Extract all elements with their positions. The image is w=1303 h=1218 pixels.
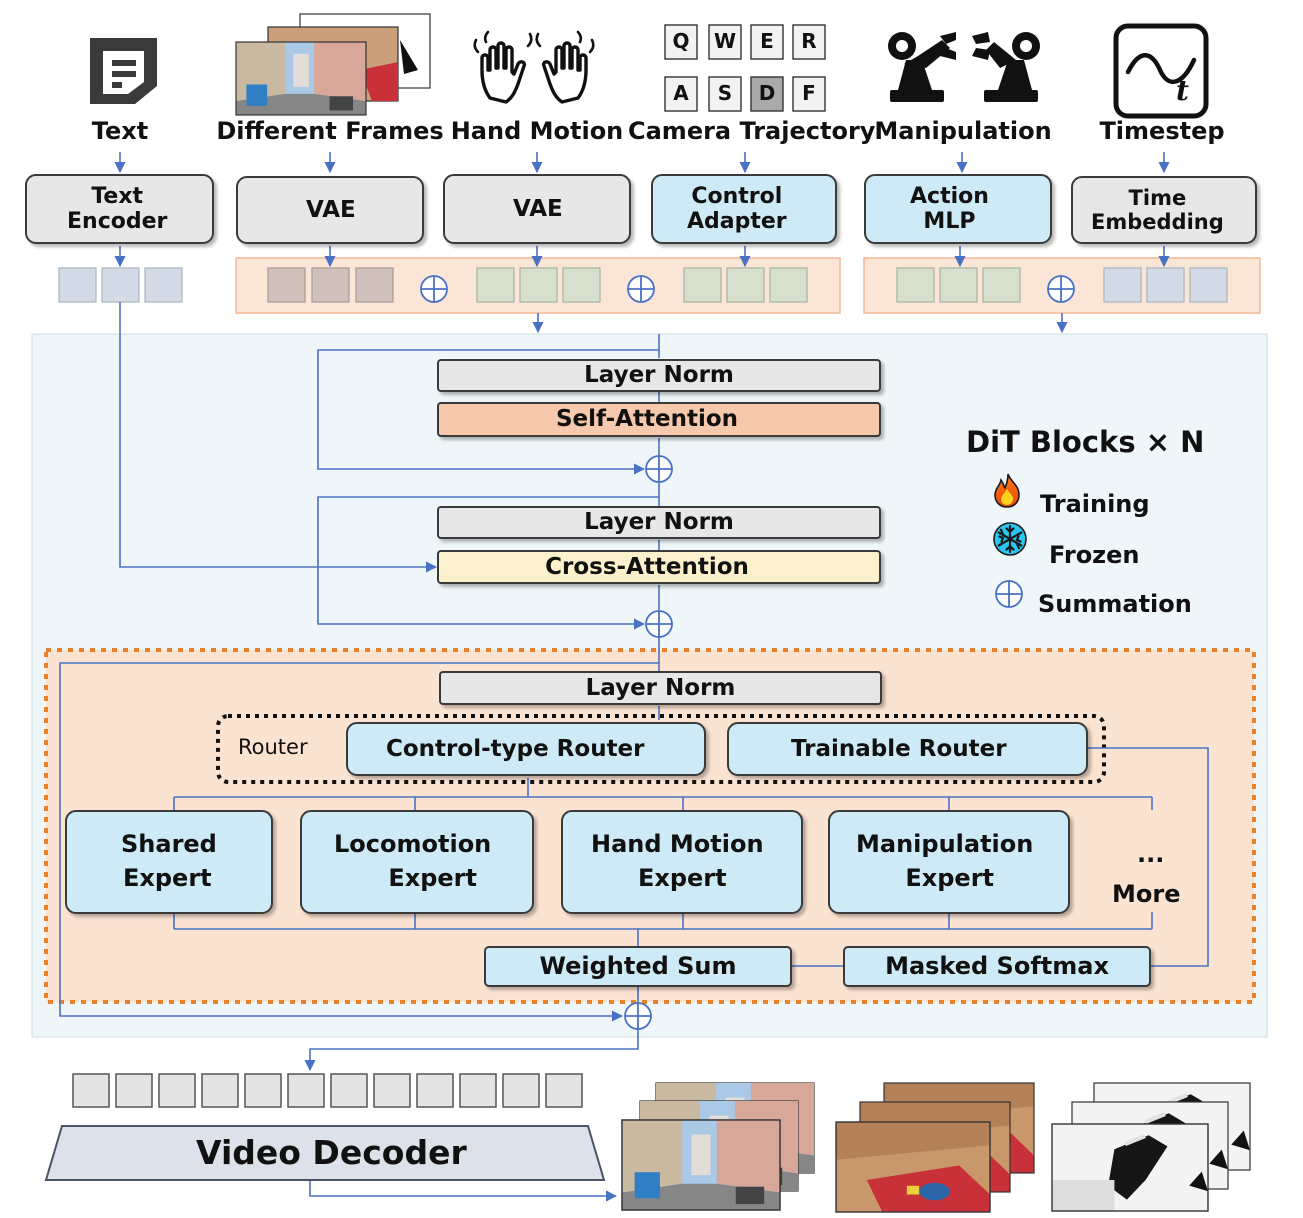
time-tokens: [1103, 267, 1228, 303]
keyboard-keys: [664, 24, 826, 112]
token-sum-2: [627, 275, 655, 303]
expert-distribution: [173, 778, 1153, 810]
expert-collection: [173, 912, 1153, 946]
snowflake-icon-vae-2: [584, 191, 620, 227]
router-to-softmax: [1088, 747, 1209, 967]
skip-connection-2: [317, 496, 659, 630]
token-sum-3: [1047, 275, 1075, 303]
token-sum-1: [420, 275, 448, 303]
decoder-output-arrow: [309, 1180, 618, 1202]
group-arrows: [532, 313, 1068, 334]
text-condition-arrow: [119, 302, 438, 573]
router-group: [216, 714, 1106, 784]
legend-summation-icon: [995, 580, 1023, 608]
moe-region: [46, 650, 1254, 1002]
text-doc-icon: [90, 38, 157, 104]
snowflake-icon-self-attention: [771, 404, 803, 436]
output-room-frames: [835, 1082, 1035, 1213]
sum-after-cross-attention: [645, 610, 673, 638]
video-frames-icon: [235, 13, 431, 116]
output-robot-frames: [1051, 1082, 1251, 1212]
action-tokens: [896, 267, 1021, 303]
hand-motion-icon: [473, 30, 595, 104]
text-tokens: [58, 267, 183, 303]
output-street-frames: [621, 1082, 815, 1211]
legend-snowflake-icon: [992, 521, 1028, 557]
snowflake-icon-time-embedding: [1219, 185, 1255, 221]
flame-icon-control-adapter: [800, 193, 826, 228]
timestep-clock-icon: [1113, 23, 1209, 119]
robot-arm-icon: [888, 32, 1040, 102]
skip-connection-1: [317, 349, 659, 475]
to-decoder-arrow: [304, 1029, 639, 1072]
camera-tokens: [683, 267, 808, 303]
snowflake-icon-vae-1: [378, 191, 414, 227]
hand-tokens: [476, 267, 601, 303]
encoder-arrows: [114, 246, 1170, 268]
video-decoder: [44, 1125, 606, 1181]
decoder-tokens: [72, 1073, 583, 1108]
frame-tokens: [267, 267, 394, 303]
snowflake-icon-control-router: [671, 732, 707, 768]
snowflake-icon-text-encoder: [169, 191, 205, 227]
flame-icon-action-mlp: [1015, 193, 1041, 228]
sum-after-self-attention: [645, 455, 673, 483]
skip-connection-3: [59, 662, 659, 1022]
input-arrows: [114, 152, 1170, 174]
sum-after-moe: [624, 1002, 652, 1030]
snowflake-icon-cross-attention: [771, 551, 803, 583]
